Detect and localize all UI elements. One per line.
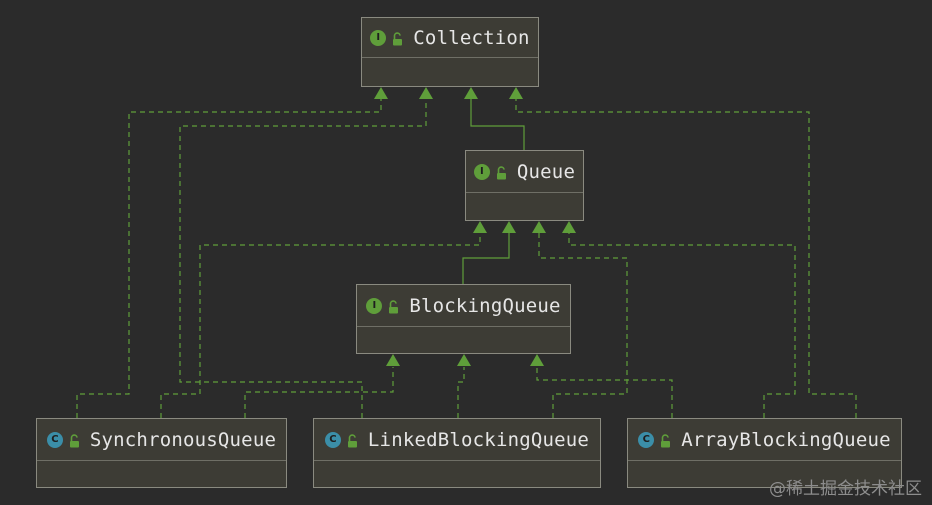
node-synchronous-queue-header: C SynchronousQueue [37, 419, 286, 461]
interface-badge-icon: I [366, 297, 383, 314]
arrowhead-icon [374, 87, 388, 99]
generalization-edge-0 [470, 99, 525, 150]
realization-edge-3 [179, 99, 427, 418]
unlocked-padlock-icon [660, 433, 671, 447]
node-queue[interactable]: I Queue [465, 150, 584, 221]
realization-edge-4 [515, 99, 857, 418]
node-linked-blocking-queue-header: C LinkedBlockingQueue [314, 419, 600, 461]
arrowhead-icon [419, 87, 433, 99]
arrowhead-icon [509, 87, 523, 99]
arrowhead-icon [473, 221, 487, 233]
node-collection-header: I Collection [362, 18, 538, 58]
node-synchronous-queue-label: SynchronousQueue [89, 428, 277, 451]
node-array-blocking-queue-label: ArrayBlockingQueue [681, 428, 891, 451]
class-badge-icon: C [324, 431, 341, 448]
realization-edge-10 [536, 367, 673, 418]
node-array-blocking-queue-header: C ArrayBlockingQueue [628, 419, 901, 461]
unlocked-padlock-icon [496, 165, 507, 179]
node-linked-blocking-queue-label: LinkedBlockingQueue [367, 428, 590, 451]
node-linked-blocking-queue[interactable]: C LinkedBlockingQueue [313, 418, 601, 488]
unlocked-padlock-icon [347, 433, 358, 447]
class-badge-icon: C [638, 431, 655, 448]
node-blocking-queue-label: BlockingQueue [409, 294, 561, 317]
node-blocking-queue[interactable]: I BlockingQueue [356, 284, 571, 354]
interface-badge-icon: I [473, 163, 490, 180]
node-queue-label: Queue [516, 160, 576, 183]
class-badge-icon: C [46, 431, 63, 448]
arrowhead-icon [530, 354, 544, 366]
node-synchronous-queue[interactable]: C SynchronousQueue [36, 418, 287, 488]
arrowhead-icon [464, 87, 478, 99]
realization-edge-6 [538, 233, 628, 418]
arrowhead-icon [502, 221, 516, 233]
unlocked-padlock-icon [69, 433, 80, 447]
realization-edge-5 [160, 233, 481, 418]
realization-edge-9 [457, 367, 465, 418]
node-queue-header: I Queue [466, 151, 583, 193]
node-array-blocking-queue[interactable]: C ArrayBlockingQueue [627, 418, 902, 488]
node-blocking-queue-header: I BlockingQueue [357, 285, 570, 327]
realization-edge-2 [76, 99, 382, 418]
arrowhead-icon [457, 354, 471, 366]
node-collection-label: Collection [413, 26, 530, 49]
watermark: @稀土掘金技术社区 [769, 479, 922, 499]
unlocked-padlock-icon [392, 31, 403, 45]
arrowhead-icon [386, 354, 400, 366]
realization-edge-7 [568, 233, 796, 418]
node-collection[interactable]: I Collection [361, 17, 539, 87]
unlocked-padlock-icon [388, 299, 399, 313]
arrowhead-icon [562, 221, 576, 233]
generalization-edge-1 [462, 233, 510, 284]
realization-edge-8 [244, 367, 394, 418]
interface-badge-icon: I [370, 29, 387, 46]
arrowhead-icon [532, 221, 546, 233]
